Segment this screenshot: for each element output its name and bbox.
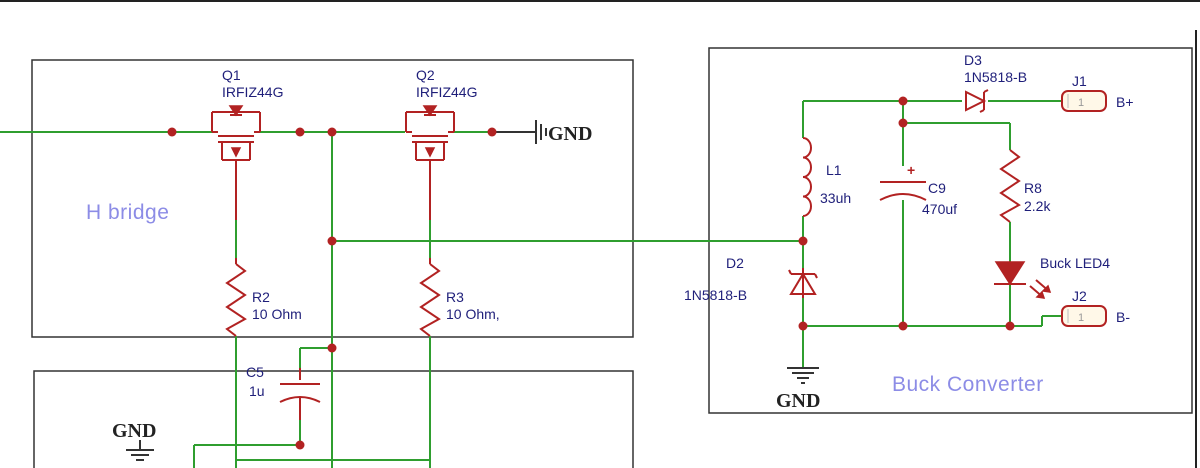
h-bridge-label: H bridge — [86, 201, 169, 224]
gnd-label-hbridge: GND — [548, 123, 592, 145]
r8-ref: R8 — [1024, 180, 1042, 196]
d3-diode — [965, 89, 989, 113]
lower-block — [33, 370, 634, 468]
buck-converter-block — [708, 47, 1193, 414]
c5-capacitor — [279, 368, 321, 420]
j1-net: B+ — [1116, 94, 1134, 110]
gnd-symbol-lower — [126, 440, 154, 461]
l1-ref: L1 — [826, 162, 842, 178]
q2-value: IRFIZ44G — [416, 84, 477, 100]
j2-net: B- — [1116, 309, 1130, 325]
led4-ref: Buck LED4 — [1040, 255, 1110, 271]
l1-inductor — [802, 137, 812, 217]
c5-value: 1u — [249, 383, 265, 399]
r8-value: 2.2k — [1024, 198, 1051, 214]
q1-value: IRFIZ44G — [222, 84, 283, 100]
j1-pin: 1 — [1078, 97, 1084, 109]
d2-diode — [788, 268, 818, 298]
r8-resistor — [999, 149, 1021, 223]
r2-resistor — [225, 258, 247, 337]
h-bridge-junctions — [167, 127, 497, 450]
gnd-symbol-buck — [787, 367, 819, 384]
buck-led4 — [994, 261, 1052, 299]
c9-ref: C9 — [928, 180, 946, 196]
buck-wires — [802, 100, 1062, 368]
d3-ref: D3 — [964, 52, 982, 68]
d3-value: 1N5818-B — [964, 69, 1027, 85]
c9-capacitor: + — [879, 162, 927, 201]
j1-connector — [1061, 90, 1107, 112]
j1-ref: J1 — [1072, 73, 1087, 89]
r2-ref: R2 — [252, 289, 270, 305]
gnd-label-buck: GND — [776, 390, 820, 412]
j2-pin: 1 — [1078, 312, 1084, 324]
l1-value: 33uh — [820, 190, 851, 206]
r3-value: 10 Ohm, — [446, 306, 500, 322]
c9-value: 470uf — [922, 201, 957, 217]
d2-value: 1N5818-B — [684, 287, 747, 303]
r2-value: 10 Ohm — [252, 306, 302, 322]
q1-mosfet — [211, 105, 261, 220]
svg-text:+: + — [907, 162, 915, 178]
gnd-label-lower: GND — [112, 420, 156, 442]
q1-ref: Q1 — [222, 67, 241, 83]
q2-mosfet — [405, 105, 455, 220]
h-bridge-wires — [0, 131, 803, 468]
r3-ref: R3 — [446, 289, 464, 305]
c5-ref: C5 — [246, 364, 264, 380]
q2-ref: Q2 — [416, 67, 435, 83]
r3-resistor — [419, 258, 441, 337]
j2-ref: J2 — [1072, 288, 1087, 304]
gnd-symbol-hbridge — [492, 120, 547, 144]
j2-connector — [1061, 305, 1107, 327]
d2-ref: D2 — [726, 255, 744, 271]
buck-converter-label: Buck Converter — [892, 373, 1044, 396]
buck-junctions — [798, 96, 1015, 331]
